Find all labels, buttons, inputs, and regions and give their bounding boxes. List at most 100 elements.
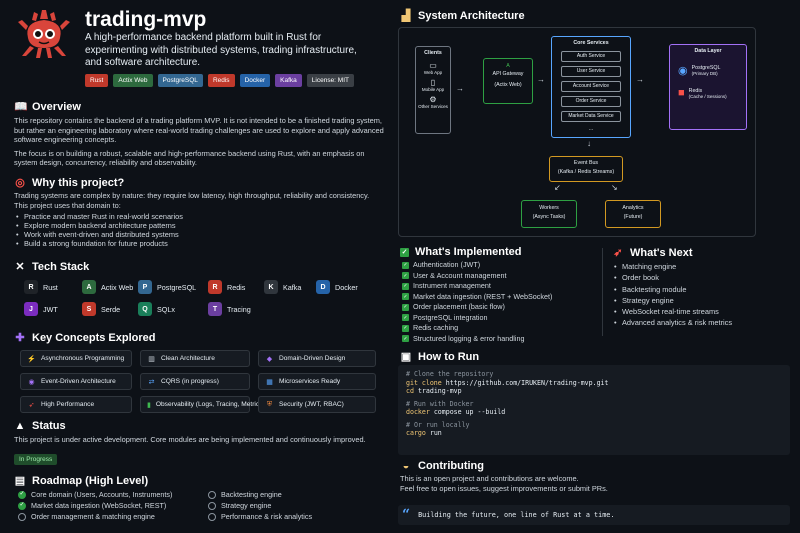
concept-icon: ▥ bbox=[148, 355, 155, 363]
roadmap-item: Performance & risk analytics bbox=[208, 512, 358, 521]
tech-label: Actix Web bbox=[101, 282, 134, 292]
code-arg-compose: compose up --build bbox=[433, 408, 506, 416]
quote-block: “ Building the future, one line of Rust … bbox=[398, 505, 790, 525]
implemented-label: User & Account management bbox=[413, 270, 507, 280]
concept-label: Clean Architecture bbox=[161, 355, 215, 362]
empty-circle-icon bbox=[208, 501, 216, 510]
tech-label: Redis bbox=[227, 282, 246, 292]
client-webapp: Web App bbox=[423, 70, 443, 75]
status-section: ▲Status This project is under active dev… bbox=[14, 420, 384, 466]
roadmap-section: ▤Roadmap (High Level) ✓Core domain (User… bbox=[14, 474, 384, 522]
badge-redis[interactable]: Redis bbox=[207, 74, 235, 87]
concept-icon: ⇄ bbox=[148, 378, 155, 386]
tech-label: SQLx bbox=[157, 304, 175, 314]
kafka-icon: K bbox=[264, 280, 278, 294]
arrow-bus-analytics: ↘ bbox=[611, 183, 618, 192]
gateway-box: A API Gateway (Actix Web) bbox=[483, 58, 533, 104]
workers-sub: (Async Tasks) bbox=[532, 214, 566, 220]
concept-label: Microservices Ready bbox=[279, 378, 341, 385]
next-item: Strategy engine bbox=[612, 295, 792, 307]
terminal-icon: ▣ bbox=[400, 351, 412, 363]
service-item: Auth Service bbox=[561, 51, 621, 62]
roadmap-label: Market data ingestion (WebSocket, REST) bbox=[31, 501, 167, 510]
implemented-item: ✓PostgreSQL integration bbox=[402, 313, 600, 324]
badge-docker[interactable]: Docker bbox=[239, 74, 271, 87]
serde-icon: S bbox=[82, 302, 96, 316]
code-arg-url: https://github.com/IRUKEN/trading-mvp.gi… bbox=[445, 378, 609, 387]
crab-logo bbox=[14, 8, 74, 60]
next-item: Matching engine bbox=[612, 261, 792, 273]
concept-icon: ◆ bbox=[266, 355, 273, 363]
puzzle-icon: ✚ bbox=[15, 332, 25, 344]
code-cmd-cd: cd bbox=[406, 387, 414, 395]
clients-box: Clients ▭ Web App ▯ Mobile App ⚙ Other S… bbox=[415, 46, 451, 134]
mobile-icon: ▯ bbox=[430, 78, 436, 87]
concept-icon: ▮ bbox=[147, 401, 151, 409]
rust-icon: R bbox=[24, 280, 38, 294]
implemented-item: ✓Authentication (JWT) bbox=[402, 260, 600, 271]
analytics-title: Analytics bbox=[622, 205, 644, 211]
code-block[interactable]: # Clone the repository git clone https:/… bbox=[398, 365, 790, 455]
tech-heading: Tech Stack bbox=[32, 260, 90, 273]
next-item: Order book bbox=[612, 272, 792, 284]
arrow-core-data: → bbox=[636, 75, 644, 84]
badge-actix-web[interactable]: Actix Web bbox=[113, 74, 153, 87]
badge-row: Rust Actix Web PostgreSQL Redis Docker Kafka L… bbox=[85, 74, 354, 87]
tech-redis: R Redis bbox=[208, 280, 264, 294]
concept-label: CQRS (in progress) bbox=[161, 378, 219, 385]
data-redis-sub: (Cache / Sessions) bbox=[688, 93, 727, 99]
contributing-heading: Contributing bbox=[418, 460, 484, 472]
why-item: Explore modern backend architecture patt… bbox=[14, 221, 384, 230]
overview-paragraph-1: This repository contains the backend of … bbox=[14, 116, 384, 144]
architecture-diagram: Clients ▭ Web App ▯ Mobile App ⚙ Other S… bbox=[398, 27, 756, 237]
event-bus-sub: (Kafka / Redis Streams) bbox=[557, 169, 615, 175]
implemented-heading: What's Implemented bbox=[415, 246, 522, 258]
next-item: WebSocket real-time streams bbox=[612, 306, 792, 318]
roadmap-label: Core domain (Users, Accounts, Instrument… bbox=[31, 490, 173, 499]
code-arg-dir: trading-mvp bbox=[417, 387, 462, 395]
check-circle-icon: ✓ bbox=[18, 490, 26, 499]
roadmap-label: Order management & matching engine bbox=[31, 512, 155, 521]
concept-card: ▥ Clean Architecture bbox=[140, 350, 250, 367]
gateway-sub: (Actix Web) bbox=[494, 82, 522, 88]
checkbox-icon: ✓ bbox=[402, 272, 409, 280]
badge-rust[interactable]: Rust bbox=[85, 74, 109, 87]
implemented-item: ✓ Order placement (basic flow) bbox=[402, 302, 600, 313]
checkbox-icon: ✓ bbox=[402, 261, 409, 269]
implemented-label: Order placement (basic flow) bbox=[413, 302, 505, 311]
concept-icon: ➶ bbox=[28, 401, 35, 409]
empty-circle-icon bbox=[208, 490, 216, 499]
empty-circle-icon bbox=[18, 512, 26, 521]
roadmap-item: Strategy engine bbox=[208, 501, 358, 510]
construction-icon: ▲ bbox=[14, 420, 26, 432]
arrow-bus-workers: ↙ bbox=[554, 183, 561, 192]
data-layer-title: Data Layer bbox=[694, 48, 722, 54]
webapp-icon: ▭ bbox=[429, 61, 437, 70]
core-services-title: Core Services bbox=[573, 40, 609, 46]
gateway-icon: A bbox=[506, 63, 510, 69]
code-cmd-docker: docker bbox=[406, 408, 430, 416]
checkbox-icon: ✓ bbox=[402, 303, 409, 311]
checkbox-icon: ✓ bbox=[402, 293, 409, 301]
implemented-label: Instrument management bbox=[413, 281, 491, 290]
tech-label: JWT bbox=[43, 304, 58, 314]
badge-postgresql[interactable]: PostgreSQL bbox=[157, 74, 203, 87]
why-item: Build a strong foundation for future pro… bbox=[14, 239, 384, 248]
badge-kafka[interactable]: Kafka bbox=[275, 74, 302, 87]
implemented-label: Redis caching bbox=[413, 323, 459, 332]
redis-icon: R bbox=[208, 280, 222, 294]
code-comment-clone: # Clone the repository bbox=[406, 370, 494, 378]
workers-box: Workers (Async Tasks) bbox=[521, 200, 577, 228]
gateway-title: API Gateway bbox=[492, 71, 524, 77]
concept-label: Observability (Logs, Tracing, Metrics) bbox=[155, 401, 265, 408]
next-item: Backtesting module bbox=[612, 284, 792, 296]
contributing-p1: This is an open project and contribution… bbox=[400, 474, 579, 483]
overview-heading: Overview bbox=[32, 100, 81, 113]
badge-license-mit[interactable]: License: MIT bbox=[306, 74, 354, 87]
repo-description: A high-performance backend platform buil… bbox=[85, 32, 357, 68]
data-postgresql: PostgreSQL bbox=[691, 65, 721, 71]
